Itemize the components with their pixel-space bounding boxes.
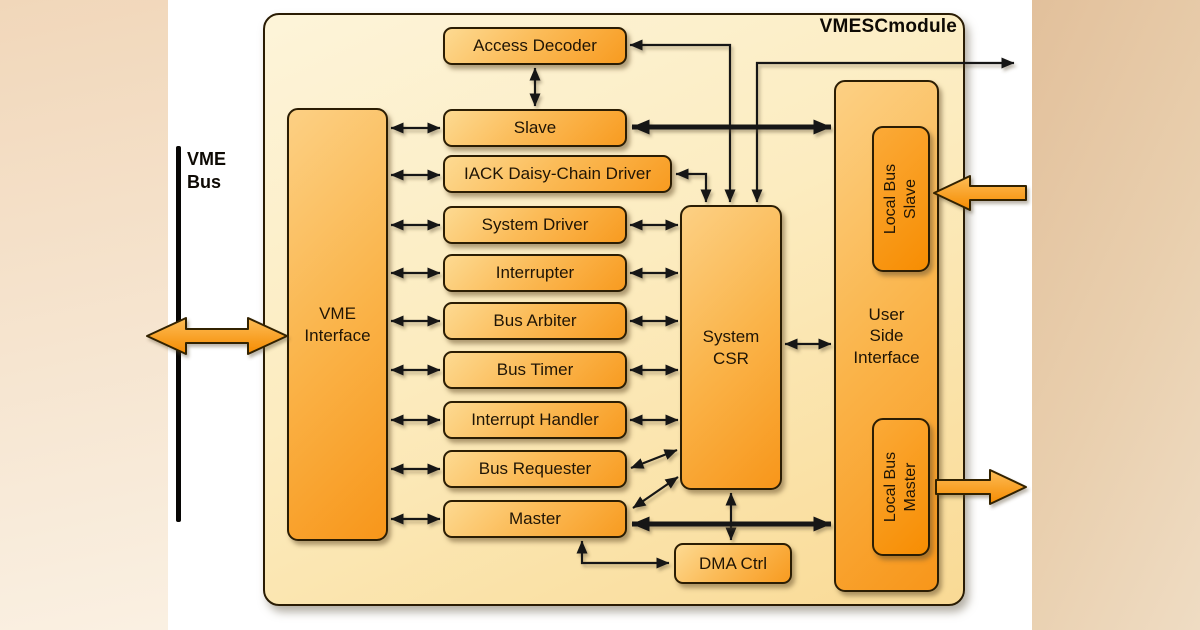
vme-bus-line: [176, 146, 181, 522]
block-local-bus-slave: Local Bus Slave: [872, 126, 930, 272]
block-interrupt-handler: Interrupt Handler: [443, 401, 627, 439]
block-bus-requester: Bus Requester: [443, 450, 627, 488]
block-local-bus-master: Local Bus Master: [872, 418, 930, 556]
block-system-csr: System CSR: [680, 205, 782, 490]
vme-bus-label: VME Bus: [187, 149, 227, 192]
block-label: Local Bus Master: [882, 451, 920, 523]
block-label: System CSR: [702, 327, 760, 368]
block-label: Bus Arbiter: [493, 311, 577, 331]
block-label: Slave: [513, 118, 557, 138]
block-slave: Slave: [443, 109, 627, 147]
block-bus-arbiter: Bus Arbiter: [443, 302, 627, 340]
block-label: Interrupt Handler: [471, 410, 599, 430]
left-background-band: [0, 0, 168, 630]
block-access-decoder: Access Decoder: [443, 27, 627, 65]
block-label: Local Bus Slave: [882, 163, 920, 235]
block-dma-ctrl: DMA Ctrl: [674, 543, 792, 584]
block-bus-timer: Bus Timer: [443, 351, 627, 389]
block-vme-interface: VME Interface: [287, 108, 388, 541]
module-title: VMESCmodule: [819, 16, 957, 37]
block-label: User Side Interface: [853, 305, 920, 367]
block-iack-daisy-chain-driver: IACK Daisy-Chain Driver: [443, 155, 672, 193]
block-system-driver: System Driver: [443, 206, 627, 244]
block-label: Access Decoder: [473, 36, 597, 56]
block-label: Bus Timer: [496, 360, 574, 380]
block-label: Interrupter: [495, 263, 575, 283]
block-label: Bus Requester: [478, 459, 592, 479]
block-label: VME Interface: [304, 304, 371, 345]
block-label: System Driver: [481, 215, 589, 235]
right-background-band: [1032, 0, 1200, 630]
block-label: Master: [509, 509, 561, 529]
block-interrupter: Interrupter: [443, 254, 627, 292]
block-label: IACK Daisy-Chain Driver: [463, 164, 652, 184]
block-master: Master: [443, 500, 627, 538]
block-label: DMA Ctrl: [699, 553, 767, 573]
